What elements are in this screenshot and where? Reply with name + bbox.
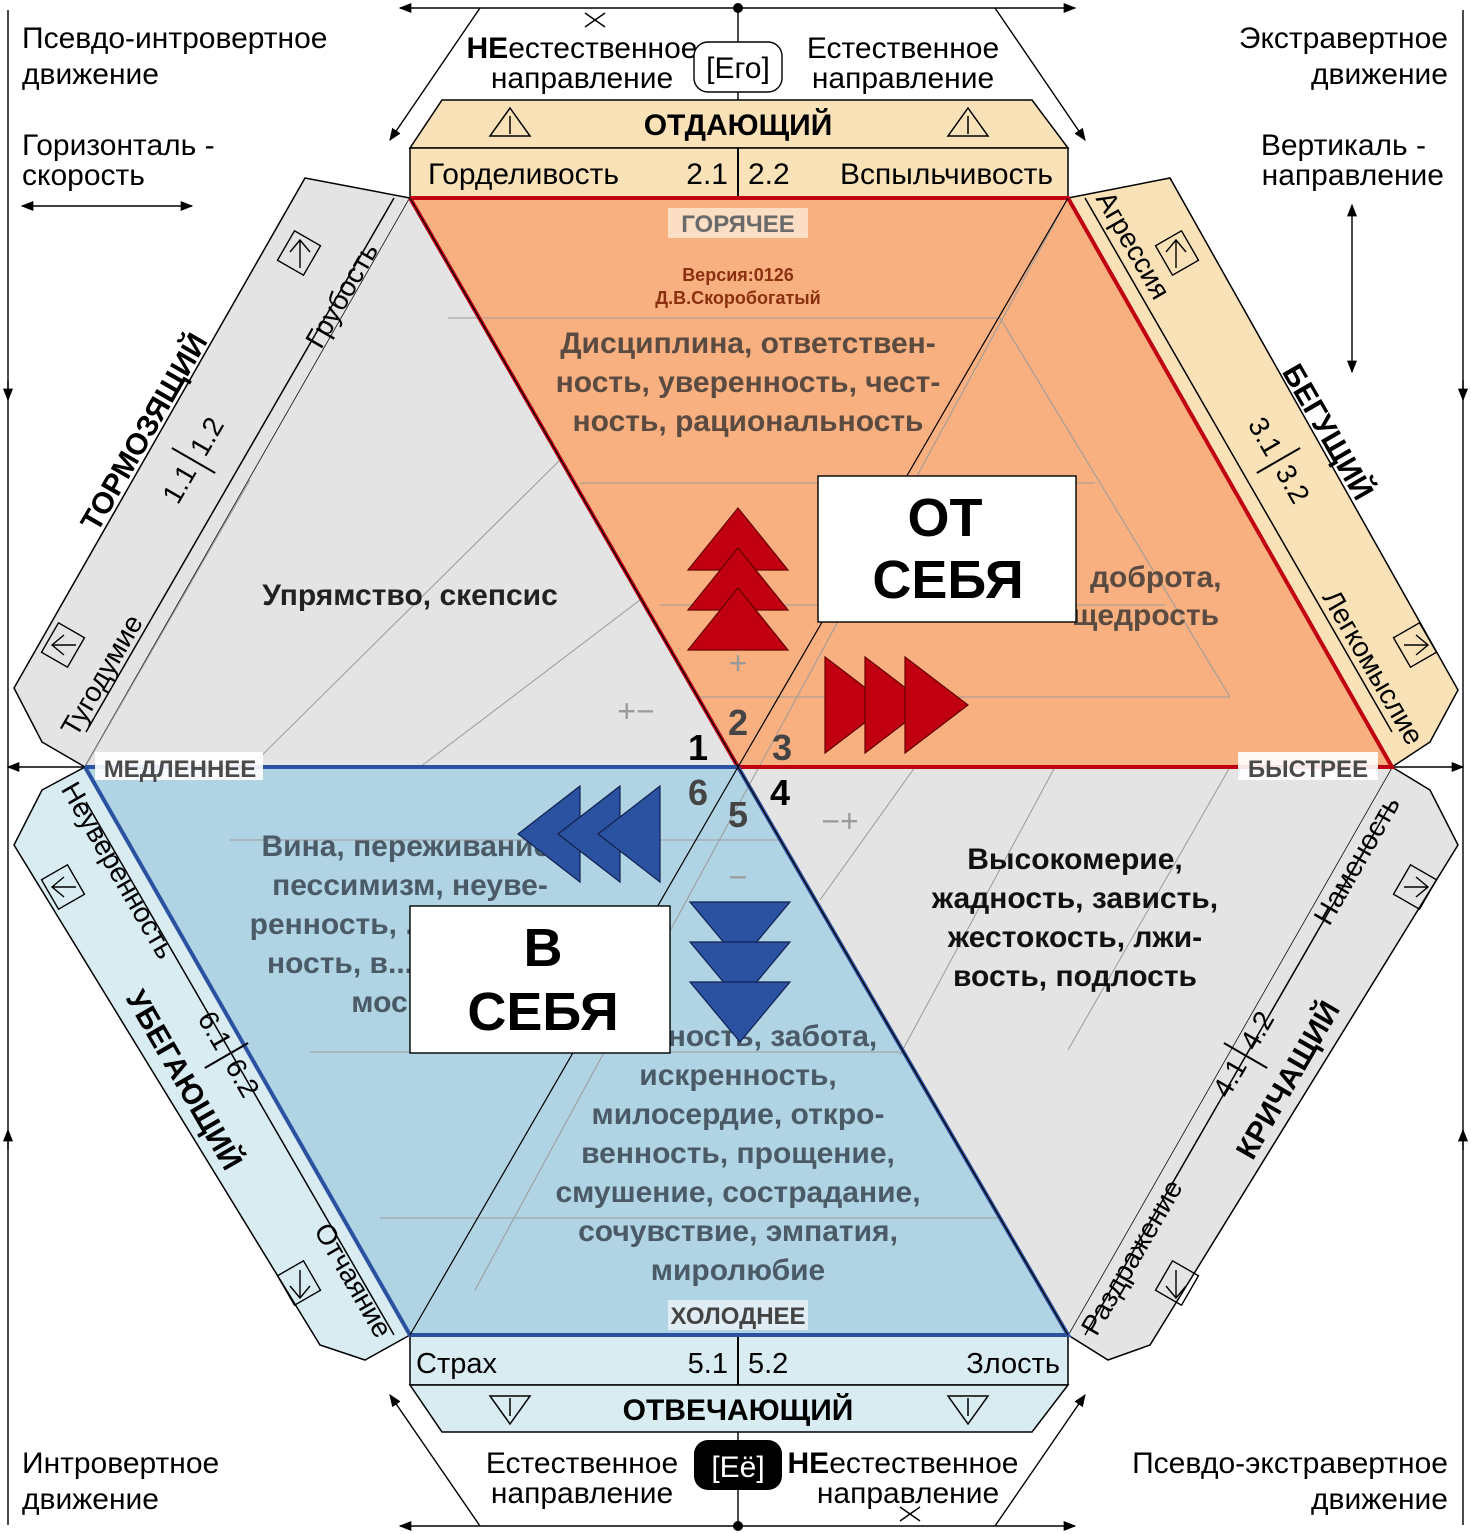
corner-bottom-right-2: движение [1311,1483,1448,1516]
right-partial-region-text: доброта, щедрость [1072,561,1222,632]
ego-label: [Его] [706,52,770,85]
left-region-text: Упрямство, скепсис [262,579,558,612]
top-natural-line1: Естественное [807,32,999,65]
lower-left-region-text: Вина, переживание, пессимизм, неуве- рен… [250,830,559,1019]
top-unnatural-line2: направление [491,62,673,95]
author-label: Д.В.Скоробогатый [655,288,820,308]
right-partial-line: доброта, [1090,561,1222,594]
giving-left-trait: Горделивость [428,158,619,191]
top-region-text: Дисциплина, ответствен- ность, увереннос… [556,327,941,438]
bottom-region-line: смушение, сострадание, [555,1176,920,1209]
band-arrow-icons [40,229,1438,1307]
bottom-unnatural-line1: НЕестественное [788,1447,1019,1480]
giving-title: ОТДАЮЩИЙ [644,108,833,142]
into-self-line1: В [524,918,563,978]
lower-left-line: ность, в... [267,947,413,980]
bottom-region-line: милосердие, откро- [592,1098,885,1131]
ee-label: [Её] [711,1451,764,1484]
from-self-line1: ОТ [908,488,983,548]
sector-3: 3 [772,727,792,768]
lower-left-line: пессимизм, неуве- [272,869,548,902]
sector-6: 6 [688,772,708,813]
faster-label: БЫСТРЕЕ [1248,756,1368,783]
red-up-triangles-icon [686,507,790,651]
sector-5: 5 [728,794,748,835]
colder-label: ХОЛОДНЕЕ [670,1303,805,1330]
ee-badge [694,1440,782,1490]
lower-right-region-text: Высокомерие, жадность, зависть, жестокос… [931,843,1218,993]
from-self-line2: СЕБЯ [872,550,1023,610]
top-region-line: ность, рациональность [573,405,924,438]
corner-top-left-1: Псевдо-интровертное [22,22,327,55]
sector-4: 4 [770,772,790,813]
corner-bottom-left-2: движение [22,1483,159,1516]
bottom-natural-line1: Естественное [486,1447,678,1480]
top-natural-line2: направление [812,62,994,95]
side-bands [13,177,1459,1361]
into-self-line2: СЕБЯ [467,982,618,1042]
bottom-region-line: венность, прощение, [581,1137,895,1170]
blue-down-triangles-icon [688,901,792,1043]
answering-right-trait: Злость [966,1348,1060,1380]
corner-bottom-left-1: Интровертное [22,1447,219,1480]
blue-left-triangles-icon [517,784,661,884]
hotter-label: ГОРЯЧЕЕ [681,211,795,238]
answering-n1: 5.1 [688,1348,728,1380]
lower-right-line: Высокомерие, [967,843,1183,876]
minus-sign: − [729,859,748,895]
answering-panel: Страх 5.1 5.2 Злость ОТВЕЧАЮЩИЙ [408,1334,1070,1433]
giving-panel: ОТДАЮЩИЙ Горделивость 2.1 2.2 Вспыльчиво… [408,99,1070,199]
bottom-region-line: ...ность, забота, [643,1020,878,1053]
lower-left-line: Вина, переживание, [261,830,558,863]
plus-minus-sign: +− [617,693,654,729]
bottom-region-line: искренность, [639,1059,836,1092]
sector-2: 2 [728,702,748,743]
from-self-box [817,475,1077,623]
giving-n2: 2.2 [748,158,790,191]
red-right-triangles-icon [824,655,969,755]
vertical-label-2: направление [1262,159,1444,192]
signs: + − +− −+ [617,645,858,895]
lower-right-line: жестокость, лжи- [947,921,1202,954]
top-unnatural-line1: НЕестественное [467,32,698,65]
horizontal-label-1: Горизонталь - [22,129,215,162]
down-arrow-icon [488,1395,990,1426]
sector-numbers: 1 2 3 4 5 6 [688,702,792,835]
bottom-unnatural-line2: направление [817,1477,999,1510]
version-label: Версия:0126 [682,265,794,285]
corner-bottom-right-1: Псевдо-экстравертное [1132,1447,1448,1480]
plus-sign: + [729,645,748,681]
giving-right-trait: Вспыльчивость [840,158,1053,191]
sector-1: 1 [688,727,708,768]
bottom-region-text: ...ность, забота, искренность, милосерди… [555,1020,920,1287]
ego-badge [693,41,783,93]
answering-n2: 5.2 [748,1348,788,1380]
corner-top-right-2: движение [1311,58,1448,91]
diagonal-arrows [389,7,1086,1527]
right-grey-triangle [738,767,1392,1335]
lower-left-line: ренность, ... [250,908,431,941]
answering-left-trait: Страх [416,1348,497,1380]
horizontal-label-2: скорость [22,159,145,192]
answering-title: ОТВЕЧАЮЩИЙ [623,1393,854,1427]
lower-right-line: жадность, зависть, [931,882,1218,915]
right-partial-line: щедрость [1072,599,1219,632]
bottom-region-line: сочувствие, эмпатия, [578,1215,898,1248]
up-arrow-icon [488,106,990,137]
top-region-line: Дисциплина, ответствен- [560,327,936,360]
corner-top-right-1: Экстравертное [1239,22,1448,55]
giving-n1: 2.1 [686,158,728,191]
left-grey-triangle [85,198,738,767]
minus-plus-sign: −+ [821,803,858,839]
into-self-box [409,905,671,1054]
bottom-natural-line2: направление [491,1477,673,1510]
corner-top-left-2: движение [22,58,159,91]
slower-label: МЕДЛЕННЕЕ [104,756,257,783]
lower-right-line: вость, подлость [953,960,1197,993]
vertical-label-1: Вертикаль - [1261,129,1426,162]
top-region-line: ность, уверенность, чест- [556,366,941,399]
bottom-region-line: миролюбие [651,1254,825,1287]
